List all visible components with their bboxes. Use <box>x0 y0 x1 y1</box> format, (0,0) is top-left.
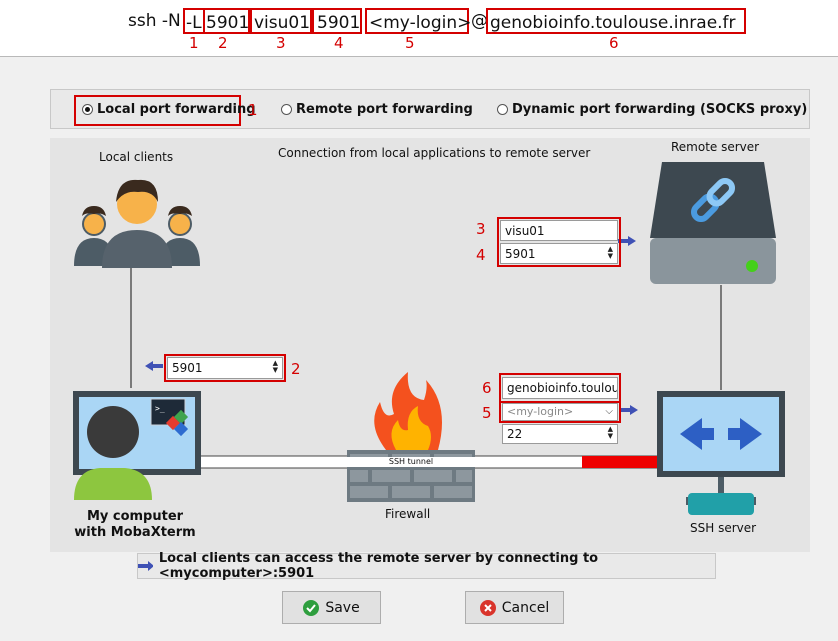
radio-selected-icon <box>82 104 93 115</box>
ssh-server-annotation: 6 <box>482 379 492 397</box>
ssh-tunnel-label: SSH tunnel <box>346 457 476 467</box>
ssh-server-icon <box>657 391 785 515</box>
cmd-marker-6: 6 <box>609 34 619 52</box>
remote-server-label: Remote server <box>671 140 760 154</box>
ssh-user-placeholder: <my-login> <box>507 405 574 418</box>
forwarding-info-text: Local clients can access the remote serv… <box>158 551 599 581</box>
remote-server-icon <box>650 162 776 284</box>
my-computer-label-line1: My computer <box>86 509 184 524</box>
forwarded-port-highlight <box>164 354 286 382</box>
ssh-server-label: SSH server <box>690 521 757 535</box>
my-computer-icon: >_ <box>73 391 201 500</box>
forwarded-port-annotation: 2 <box>291 360 301 378</box>
ssh-user-select[interactable]: <my-login> ⌵ <box>502 403 618 421</box>
ssh-port-value: 22 <box>507 427 523 441</box>
save-button[interactable]: Save <box>282 591 381 624</box>
ssh-user-highlight <box>499 401 621 423</box>
spinner-arrows-icon[interactable]: ▲▼ <box>272 359 278 374</box>
firewall-label: Firewall <box>385 507 431 521</box>
diagram-caption: Connection from local applications to re… <box>278 146 591 160</box>
cmd-marker-5: 5 <box>405 34 415 52</box>
cmd-marker-4: 4 <box>334 34 344 52</box>
ssh-command-server: genobioinfo.toulouse.inrae.fr <box>486 8 746 34</box>
cmd-marker-3: 3 <box>276 34 286 52</box>
checkmark-icon <box>303 599 320 616</box>
close-icon <box>479 599 496 616</box>
cmd-marker-1: 1 <box>189 34 199 52</box>
radio-unselected-icon <box>497 104 508 115</box>
ssh-server-input[interactable]: genobioinfo.toulouse <box>502 377 618 399</box>
ssh-command-prefix: ssh -N <box>128 11 181 31</box>
forwarded-port-input[interactable]: 5901 ▲▼ <box>167 357 283 379</box>
arrow-right-icon <box>138 561 153 571</box>
ssh-command-local-port: 5901 <box>203 8 250 34</box>
chevron-down-icon[interactable]: ⌵ <box>605 406 613 417</box>
local-clients-label: Local clients <box>99 150 174 164</box>
svg-text:>_: >_ <box>155 404 165 413</box>
firewall-icon <box>347 372 475 502</box>
radio-local-port-forwarding[interactable]: Local port forwarding <box>82 102 256 117</box>
ssh-command-remote-host: visu01 <box>250 8 312 34</box>
radio-remote-port-forwarding[interactable]: Remote port forwarding <box>281 102 473 117</box>
local-forwarding-highlight <box>74 95 241 126</box>
remote-port-annotation: 4 <box>476 246 486 264</box>
radio-annotation-1: 1 <box>248 101 258 119</box>
spinner-arrows-icon[interactable]: ▲▼ <box>607 245 613 260</box>
cancel-label: Cancel <box>501 599 550 616</box>
radio-dynamic-label: Dynamic port forwarding (SOCKS proxy) <box>512 102 808 117</box>
radio-local-label: Local port forwarding <box>97 102 256 117</box>
cmd-marker-2: 2 <box>218 34 228 52</box>
spinner-arrows-icon[interactable]: ▲▼ <box>607 425 613 440</box>
ssh-command-remote-port: 5901 <box>312 8 362 34</box>
remote-host-annotation: 3 <box>476 220 486 238</box>
remote-fields-highlight <box>497 217 621 267</box>
radio-unselected-icon <box>281 104 292 115</box>
my-computer-label: My computer with MobaXterm <box>70 509 200 541</box>
users-group-icon <box>74 179 200 268</box>
radio-dynamic-port-forwarding[interactable]: Dynamic port forwarding (SOCKS proxy) <box>497 102 807 117</box>
remote-port-value: 5901 <box>505 247 536 261</box>
remote-port-input[interactable]: 5901 ▲▼ <box>500 243 618 264</box>
forwarded-port-value: 5901 <box>172 361 203 375</box>
my-computer-label-line2: with MobaXterm <box>74 525 196 540</box>
ssh-command-login: <my-login> <box>365 8 471 34</box>
save-label: Save <box>325 599 360 616</box>
ssh-port-input[interactable]: 22 ▲▼ <box>502 424 618 444</box>
ssh-command-at: @ <box>471 11 488 31</box>
cancel-button[interactable]: Cancel <box>465 591 564 624</box>
remote-host-input[interactable]: visu01 <box>500 220 618 241</box>
radio-remote-label: Remote port forwarding <box>296 102 473 117</box>
ssh-user-annotation: 5 <box>482 404 492 422</box>
forwarding-info-bar: Local clients can access the remote serv… <box>137 551 716 581</box>
